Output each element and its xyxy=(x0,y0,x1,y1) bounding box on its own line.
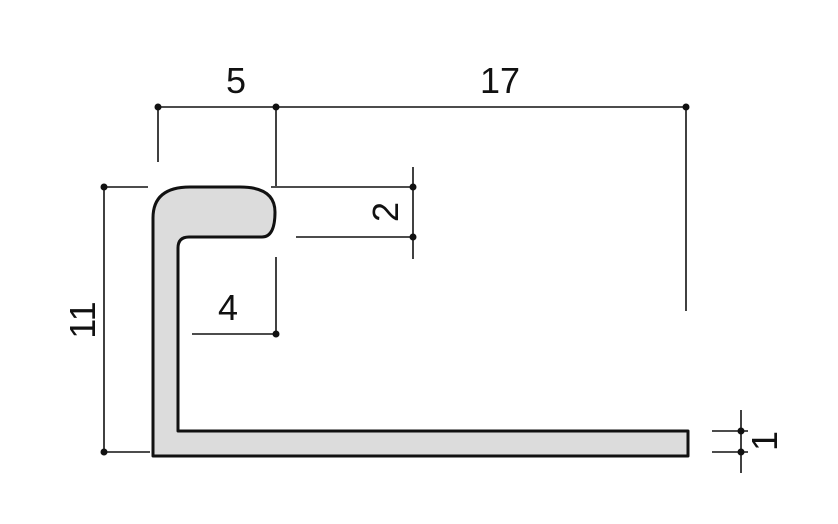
dim-dot xyxy=(100,448,108,456)
dim-dot xyxy=(100,183,108,191)
dim-dot xyxy=(737,448,745,456)
dim-label-2: 2 xyxy=(365,202,406,222)
dim-label-4: 4 xyxy=(218,287,238,328)
dim-dot xyxy=(409,233,417,241)
dim-label-5: 5 xyxy=(226,60,246,101)
dim-dot xyxy=(272,330,280,338)
dim-dot xyxy=(737,427,745,435)
dim-label-17: 17 xyxy=(480,60,520,101)
dim-dot xyxy=(409,183,417,191)
trim-profile xyxy=(151,185,690,458)
dim-label-11: 11 xyxy=(62,301,103,338)
dim-label-1: 1 xyxy=(744,431,785,451)
